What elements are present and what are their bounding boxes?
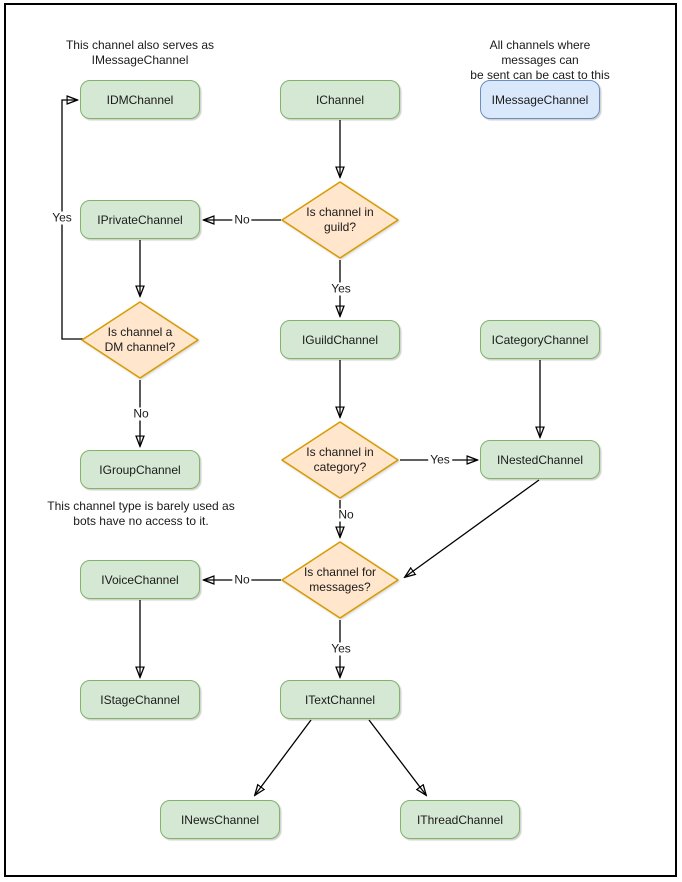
edge-label-category-yes: Yes xyxy=(428,452,452,467)
decision-is-channel-for-messages-label: Is channel for messages? xyxy=(303,565,377,594)
decision-is-channel-in-category: Is channel in category? xyxy=(280,420,400,500)
edge-inested-to-messages-decision xyxy=(405,479,540,577)
node-iguildchannel: IGuildChannel xyxy=(280,320,400,359)
node-ichannel: IChannel xyxy=(280,80,400,119)
node-imessagechannel-label: IMessageChannel xyxy=(491,92,589,107)
edge-label-dm-no: No xyxy=(131,406,151,421)
node-inewschannel: INewsChannel xyxy=(160,800,280,839)
edge-label-guild-no: No xyxy=(232,212,252,227)
edge-label-guild-yes: Yes xyxy=(329,281,353,296)
edge-label-messages-no: No xyxy=(232,572,252,587)
decision-is-channel-in-guild: Is channel in guild? xyxy=(280,180,400,260)
node-iguildchannel-label: IGuildChannel xyxy=(301,332,379,347)
edge-label-dm-yes: Yes xyxy=(50,210,74,225)
node-igroupchannel: IGroupChannel xyxy=(80,450,200,489)
node-igroupchannel-label: IGroupChannel xyxy=(99,462,181,477)
node-istagechannel-label: IStageChannel xyxy=(100,692,180,707)
diamond-shape xyxy=(281,421,399,499)
edge-label-category-no: No xyxy=(336,507,356,522)
decision-is-channel-for-messages: Is channel for messages? xyxy=(280,540,400,620)
node-ithreadchannel-label: IThreadChannel xyxy=(416,812,504,827)
node-ichannel-label: IChannel xyxy=(315,92,365,107)
node-icategorychannel-label: ICategoryChannel xyxy=(491,332,589,347)
node-iprivatechannel-label: IPrivateChannel xyxy=(97,212,183,227)
diamond-shape xyxy=(281,181,399,259)
node-inewschannel-label: INewsChannel xyxy=(180,812,260,827)
node-inestedchannel: INestedChannel xyxy=(480,440,600,479)
note-imessage-cast: All channels where messages can be sent … xyxy=(470,38,610,97)
node-idmchannel: IDMChannel xyxy=(80,80,200,119)
decision-is-channel-in-guild-label: Is channel in guild? xyxy=(306,205,374,234)
node-itextchannel-label: ITextChannel xyxy=(304,692,376,707)
node-ivoicechannel-label: IVoiceChannel xyxy=(101,572,179,587)
node-icategorychannel: ICategoryChannel xyxy=(480,320,600,359)
note-igroup-barely-used: This channel type is barely used as bots… xyxy=(47,499,235,528)
node-iprivatechannel: IPrivateChannel xyxy=(80,200,200,239)
node-ithreadchannel: IThreadChannel xyxy=(400,800,520,839)
diamond-shape xyxy=(81,301,199,379)
node-imessagechannel: IMessageChannel xyxy=(480,80,600,119)
node-inestedchannel-label: INestedChannel xyxy=(496,452,584,467)
decision-is-channel-a-dm: Is channel a DM channel? xyxy=(80,300,200,380)
decision-is-channel-a-dm-label: Is channel a DM channel? xyxy=(104,325,176,354)
node-istagechannel: IStageChannel xyxy=(80,680,200,719)
edge-itext-to-inews xyxy=(255,719,312,795)
decision-is-channel-in-category-label: Is channel in category? xyxy=(306,445,374,474)
edge-label-messages-yes: Yes xyxy=(329,641,353,656)
edge-itext-to-ithread xyxy=(368,719,426,795)
node-idmchannel-label: IDMChannel xyxy=(106,92,174,107)
node-ivoicechannel: IVoiceChannel xyxy=(80,560,200,599)
node-itextchannel: ITextChannel xyxy=(280,680,400,719)
diamond-shape xyxy=(281,541,399,619)
note-idm-serves-imessage: This channel also serves as IMessageChan… xyxy=(65,38,215,67)
